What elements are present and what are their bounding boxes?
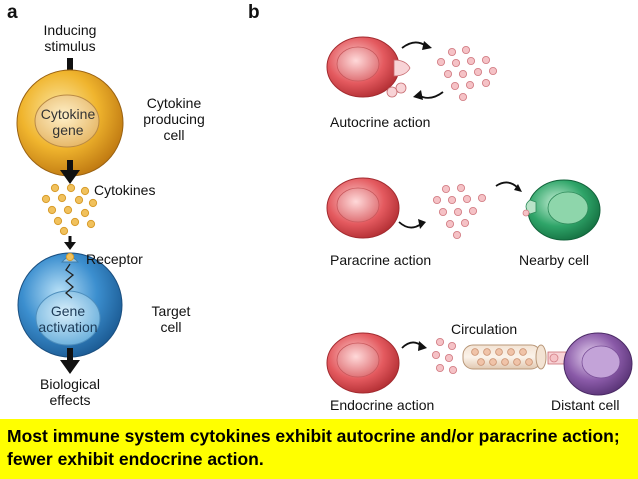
circulation-vessel: [462, 344, 547, 370]
nearby-cell: [522, 179, 601, 241]
endocrine-label: Endocrine action: [330, 397, 435, 413]
binding-arrow: [64, 236, 76, 250]
producing-cell-nucleus: [34, 94, 100, 148]
distant-cell-label: Distant cell: [551, 397, 620, 413]
paracrine-dots: [432, 183, 487, 240]
caption-banner: Most immune system cytokines exhibit aut…: [0, 419, 638, 479]
paracrine-arrow-out: [398, 219, 426, 229]
autocrine-arrows: [401, 41, 444, 100]
receptor-label: Receptor: [86, 251, 143, 267]
autocrine-label: Autocrine action: [330, 114, 431, 130]
autocrine-cell: [326, 36, 411, 98]
gene-activation-label: Gene activation: [38, 303, 98, 335]
cytokine-producing-cell: [16, 69, 124, 177]
producing-cell-label: Cytokine producing cell: [143, 95, 205, 143]
receptor-icon: [60, 252, 80, 263]
paracrine-label: Paracrine action: [330, 252, 432, 268]
signal-squiggle: [64, 263, 75, 299]
target-cell: [17, 252, 123, 358]
endocrine-cell: [326, 332, 400, 394]
target-cell-label: Target cell: [151, 303, 191, 335]
inducing-stimulus-label: Inducing stimulus: [43, 22, 97, 54]
endocrine-arrow: [401, 341, 427, 351]
paracrine-arrow-in: [495, 181, 522, 192]
cytokine-gene-label: Cytokine gene: [40, 106, 96, 138]
nearby-cell-label: Nearby cell: [519, 252, 590, 268]
paracrine-cell: [326, 177, 400, 239]
caption-text: Most immune system cytokines exhibit aut…: [7, 426, 620, 469]
cytokines-label: Cytokines: [94, 182, 156, 198]
panel-a-label: a: [7, 2, 18, 23]
panel-b-label: b: [248, 2, 260, 23]
cytokine-dots: [41, 183, 98, 236]
circulation-label: Circulation: [451, 321, 518, 337]
biological-effects-label: Biological effects: [40, 376, 100, 408]
effects-arrow: [60, 348, 80, 374]
secretion-arrow: [60, 160, 80, 184]
endocrine-dots: [431, 337, 458, 375]
autocrine-dots: [436, 45, 498, 102]
distant-cell: [547, 332, 633, 396]
